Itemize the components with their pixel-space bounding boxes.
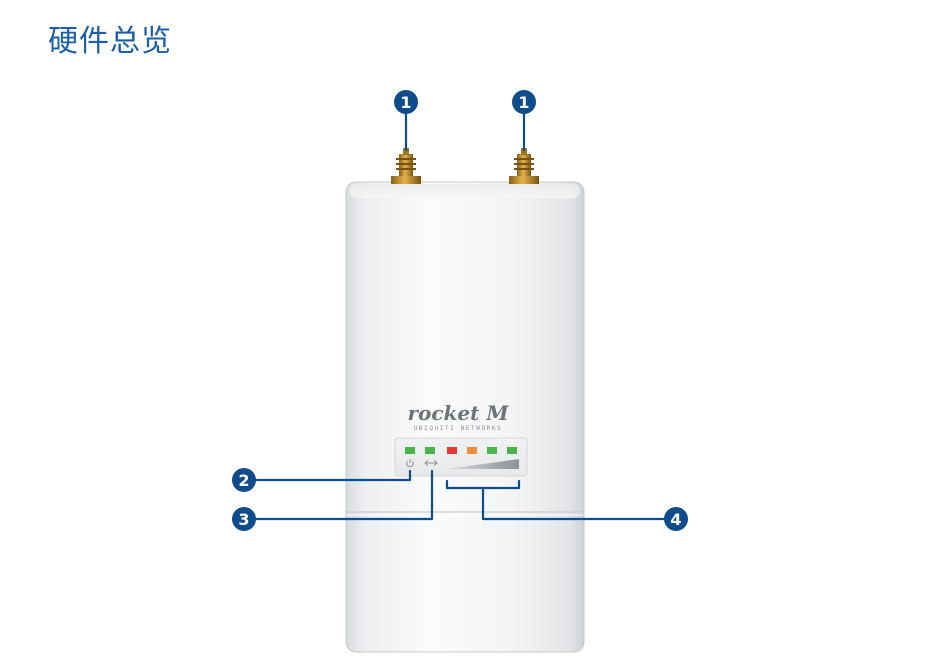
ethernet-led <box>425 447 435 454</box>
callout-2: 2 <box>232 468 256 492</box>
signal-ramp-icon <box>447 459 519 469</box>
leader-lines <box>250 110 667 521</box>
callout-1-right: 1 <box>512 90 536 114</box>
signal-led-3 <box>487 447 497 454</box>
signal-led-2 <box>467 447 477 454</box>
page-title: 硬件总览 <box>48 24 172 59</box>
antenna-connector-left <box>391 148 421 184</box>
callout-1-left: 1 <box>394 90 418 114</box>
svg-text:4: 4 <box>670 510 681 529</box>
callout-3: 3 <box>232 507 256 531</box>
svg-text:3: 3 <box>238 510 249 529</box>
brand-sub: UBIQUITI NETWORKS <box>414 425 503 432</box>
power-led <box>405 447 415 454</box>
svg-text:2: 2 <box>238 471 249 490</box>
callout-4: 4 <box>664 507 688 531</box>
ethernet-arrows-icon <box>424 460 438 466</box>
power-icon <box>406 459 414 468</box>
signal-led-1 <box>447 447 457 454</box>
svg-text:1: 1 <box>518 93 529 112</box>
led-panel <box>394 437 528 477</box>
signal-led-4 <box>507 447 517 454</box>
antenna-connector-right <box>509 148 539 184</box>
svg-text:1: 1 <box>400 93 411 112</box>
brand-logo: rocket M <box>408 401 510 425</box>
device-body <box>345 181 585 653</box>
